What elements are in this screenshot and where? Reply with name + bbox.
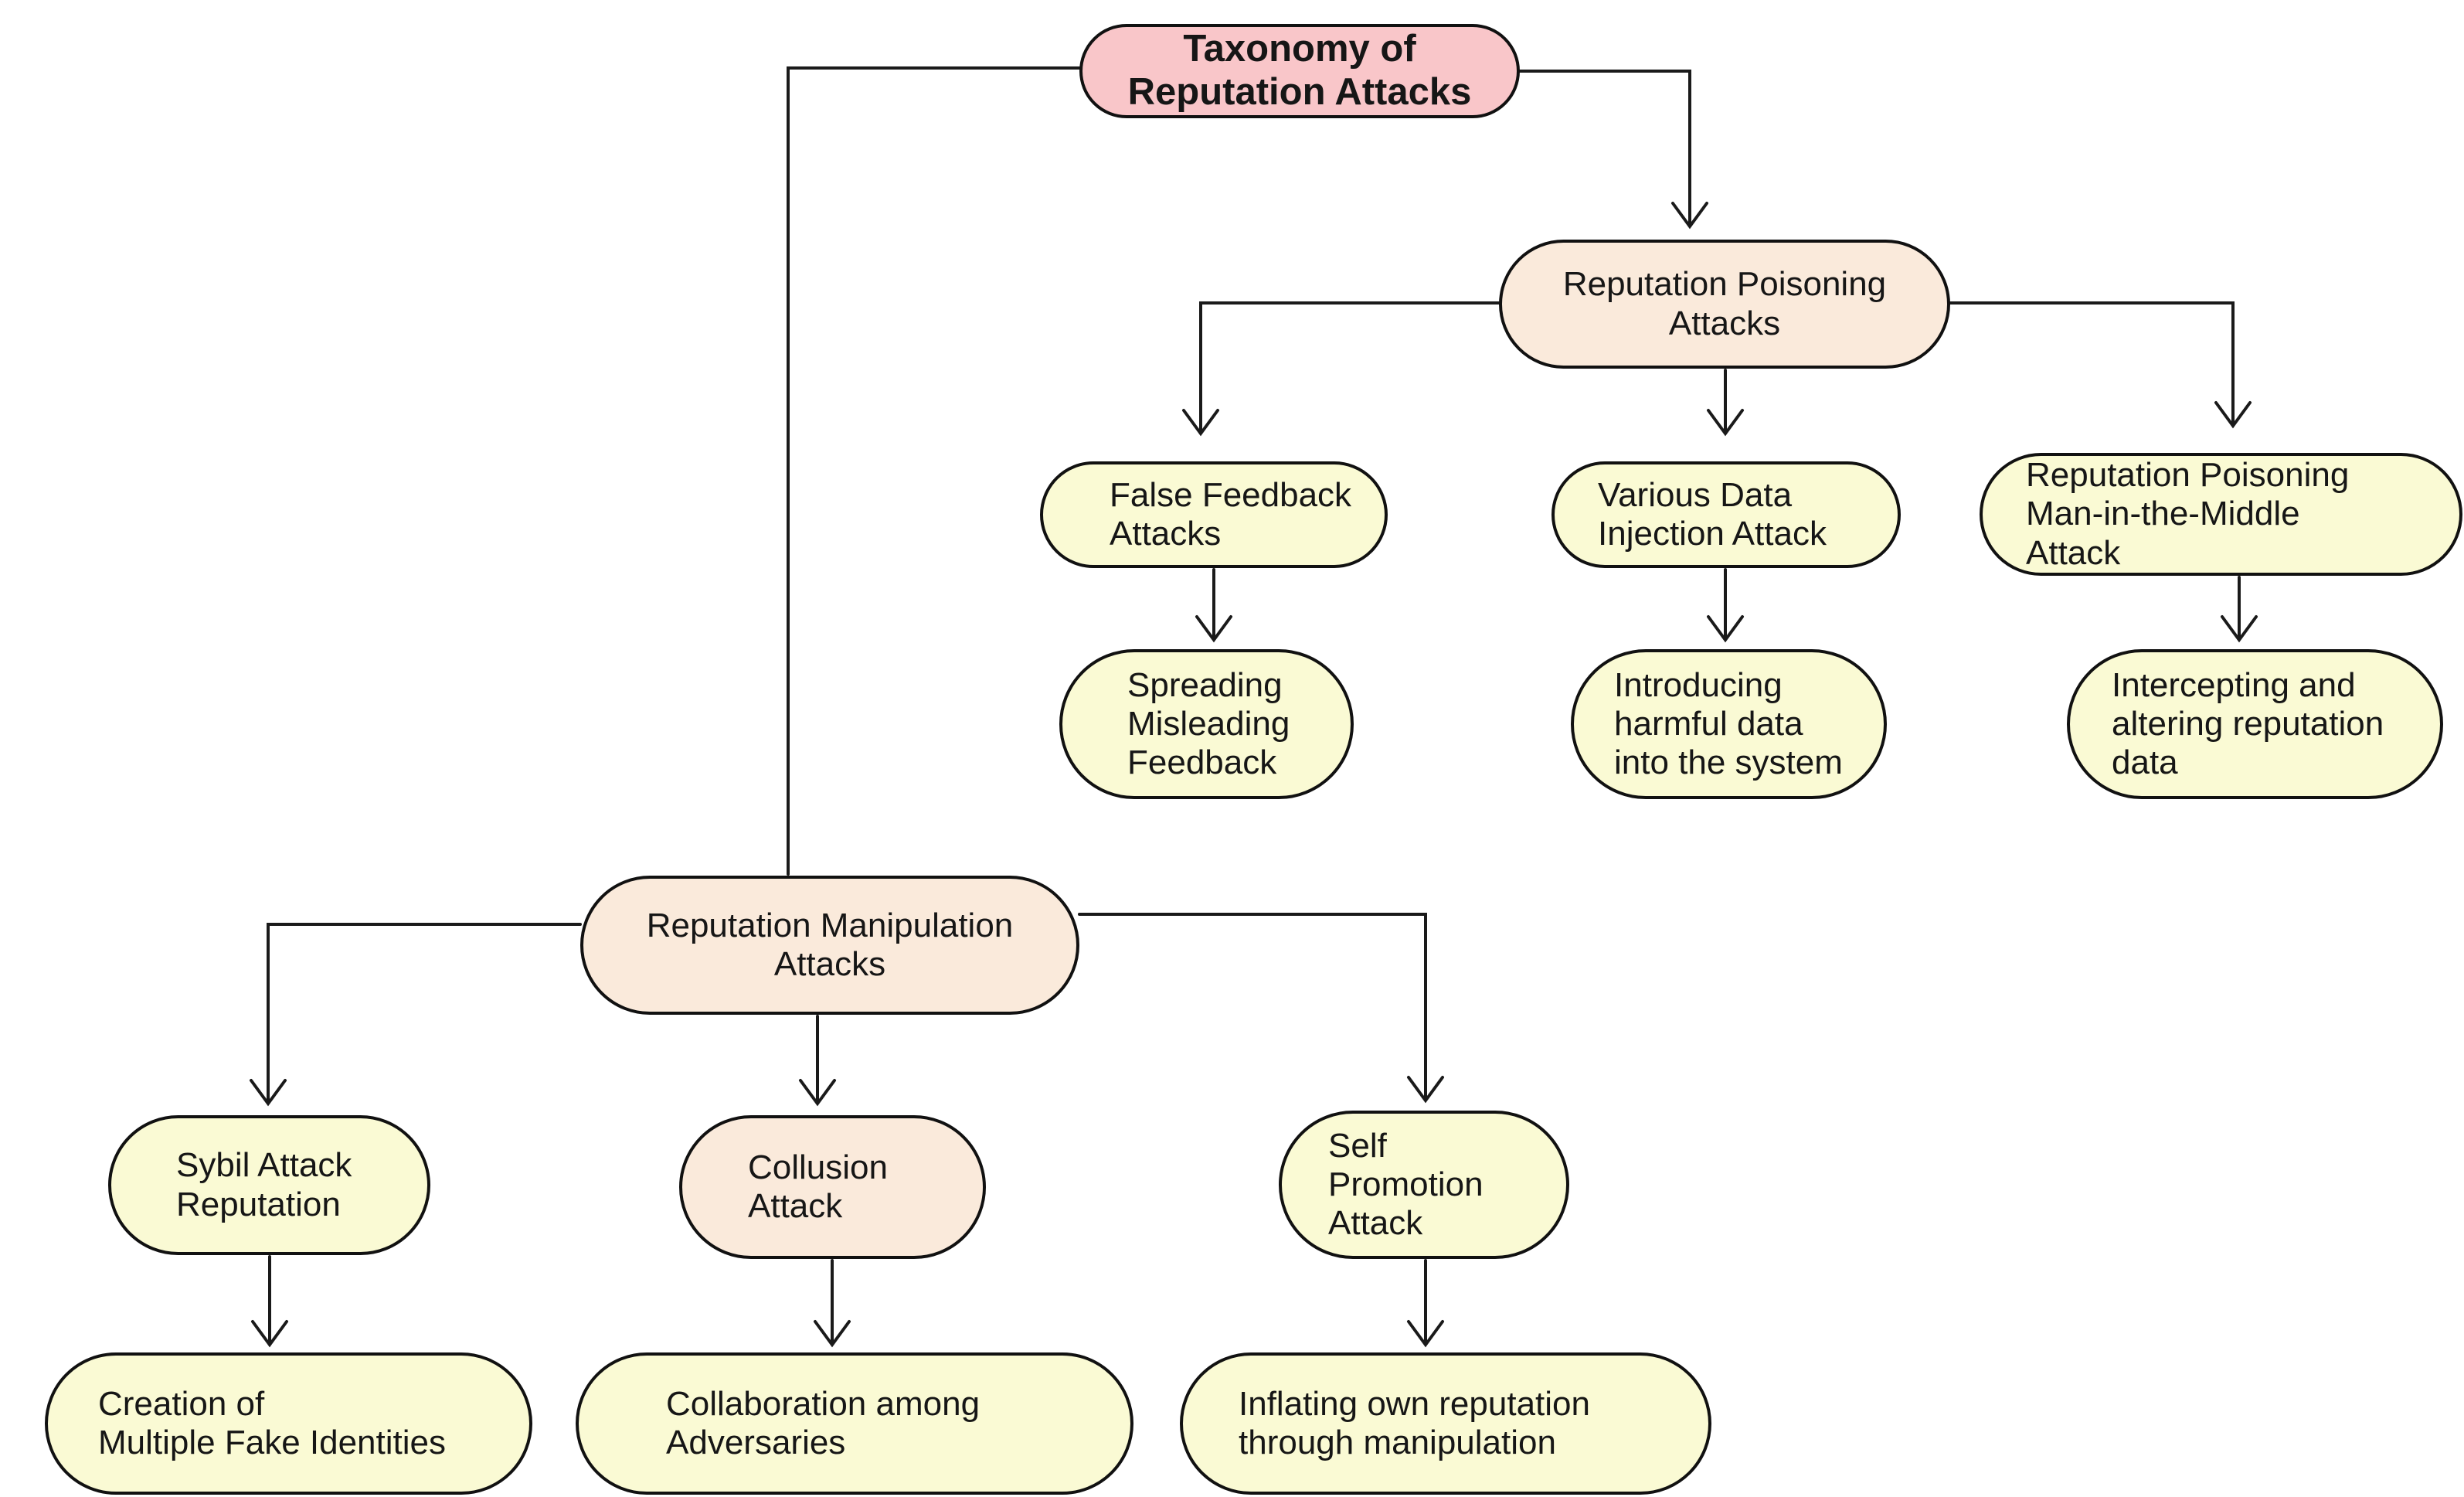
- edge-false-feedback-to-spreading: [1195, 568, 1232, 643]
- arrowhead: [1707, 409, 1744, 437]
- node-label: Taxonomy of Reputation Attacks: [1127, 28, 1472, 113]
- node-introducing-harmful-data-into-the-system: Introducing harmful data into the system: [1571, 649, 1887, 799]
- node-label: Creation of Multiple Fake Identities: [98, 1384, 446, 1461]
- arrowhead: [1195, 615, 1232, 643]
- node-inflating-own-reputation-through-manipulation: Inflating own reputation through manipul…: [1180, 1352, 1711, 1495]
- edge-data-injection-to-harmful-data: [1707, 568, 1744, 643]
- arrowhead: [2221, 615, 2258, 643]
- node-reputation-poisoning-man-in-the-middle-attack: Reputation Poisoning Man-in-the-Middle A…: [1980, 453, 2462, 576]
- node-label: Sybil Attack Reputation: [176, 1146, 352, 1223]
- edge-manipulation-to-collusion: [799, 1015, 836, 1107]
- edge-mitm-to-intercepting: [2221, 576, 2258, 643]
- node-label: Intercepting and altering reputation dat…: [2112, 665, 2384, 782]
- arrowhead: [814, 1320, 851, 1348]
- edge-manipulation-to-sybil: [250, 923, 582, 1107]
- node-collusion-attack: Collusion Attack: [679, 1115, 986, 1259]
- node-label: False Feedback Attacks: [1110, 475, 1352, 553]
- node-label: Reputation Manipulation Attacks: [646, 906, 1014, 983]
- node-creation-of-multiple-fake-identities: Creation of Multiple Fake Identities: [45, 1352, 532, 1495]
- node-label: Inflating own reputation through manipul…: [1239, 1384, 1590, 1461]
- edge-taxonomy-to-manipulation: [787, 66, 1081, 876]
- arrowhead: [250, 1079, 287, 1107]
- arrowhead: [1407, 1320, 1444, 1348]
- node-intercepting-and-altering-reputation-data: Intercepting and altering reputation dat…: [2067, 649, 2443, 799]
- edge-poisoning-to-false-feedback: [1182, 301, 1500, 437]
- edge-self-promotion-to-inflating: [1407, 1259, 1444, 1348]
- node-sybil-attack-reputation: Sybil Attack Reputation: [108, 1115, 430, 1255]
- edge-sybil-to-fake-identities: [251, 1255, 288, 1348]
- node-taxonomy-of-reputation-attacks: Taxonomy of Reputation Attacks: [1079, 24, 1520, 118]
- arrowhead: [1407, 1076, 1444, 1104]
- edge-manipulation-to-self-promotion: [1078, 913, 1444, 1104]
- node-label: Collaboration among Adversaries: [666, 1384, 981, 1461]
- node-label: Collusion Attack: [748, 1148, 888, 1225]
- node-label: Reputation Poisoning Man-in-the-Middle A…: [2026, 456, 2350, 572]
- arrowhead: [799, 1079, 836, 1107]
- arrowhead: [1182, 409, 1219, 437]
- node-various-data-injection-attack: Various Data Injection Attack: [1551, 461, 1901, 568]
- node-reputation-manipulation-attacks: Reputation Manipulation Attacks: [580, 876, 1079, 1015]
- node-label: Reputation Poisoning Attacks: [1562, 265, 1887, 342]
- arrowhead: [2214, 401, 2252, 429]
- node-self-promotion-attack: Self Promotion Attack: [1279, 1111, 1569, 1259]
- edge-collusion-to-collaboration: [814, 1259, 851, 1348]
- arrowhead: [1671, 202, 1708, 230]
- edge-poisoning-to-data-injection: [1707, 369, 1744, 437]
- node-label: Self Promotion Attack: [1328, 1126, 1483, 1243]
- edge-poisoning-to-mitm: [1949, 301, 2252, 429]
- arrowhead: [1707, 615, 1744, 643]
- node-collaboration-among-adversaries: Collaboration among Adversaries: [576, 1352, 1133, 1495]
- node-label: Spreading Misleading Feedback: [1127, 665, 1290, 782]
- node-label: Introducing harmful data into the system: [1614, 665, 1843, 782]
- node-false-feedback-attacks: False Feedback Attacks: [1040, 461, 1388, 568]
- edge-taxonomy-to-poisoning: [1518, 70, 1708, 230]
- node-spreading-misleading-feedback: Spreading Misleading Feedback: [1059, 649, 1354, 799]
- node-reputation-poisoning-attacks: Reputation Poisoning Attacks: [1499, 240, 1950, 369]
- arrowhead: [251, 1320, 288, 1348]
- node-label: Various Data Injection Attack: [1598, 475, 1827, 553]
